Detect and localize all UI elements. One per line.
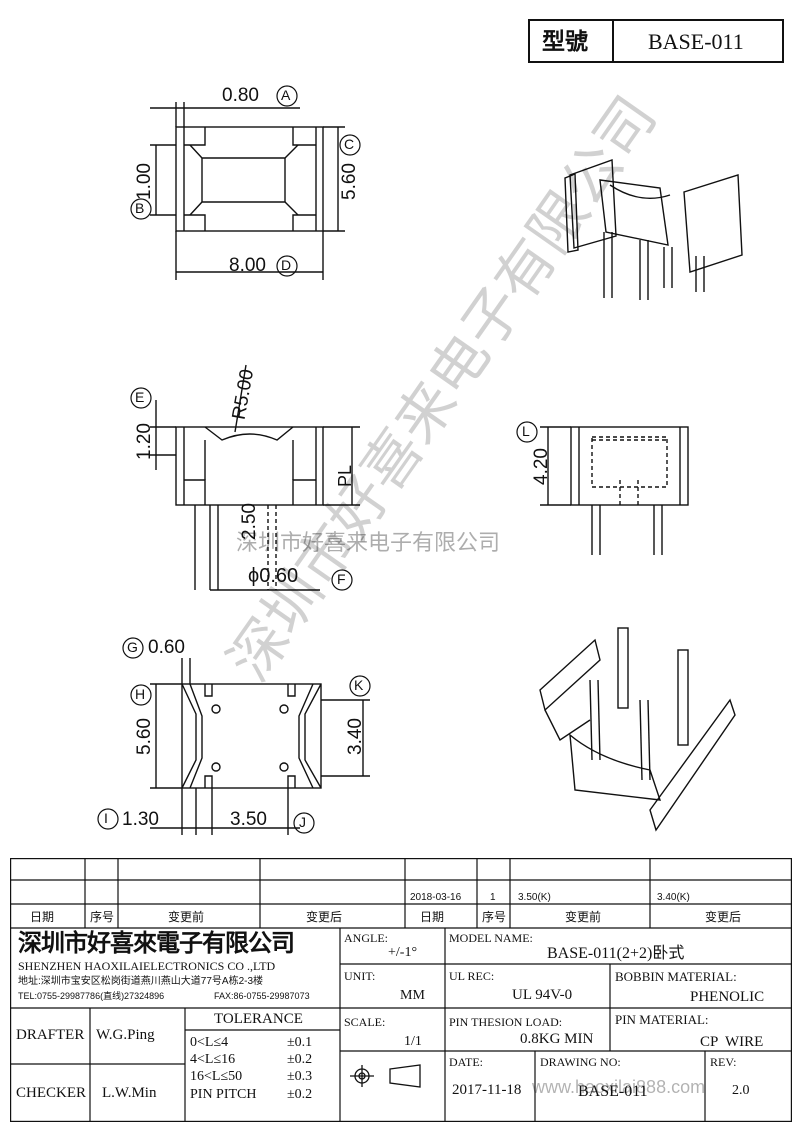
pin-material-label: PIN MATERIAL: — [615, 1012, 709, 1027]
tolerance-value-2: ±0.2 — [287, 1052, 313, 1067]
model-header-value: BASE-011 — [648, 29, 744, 54]
drafter-label: DRAFTER — [16, 1027, 85, 1043]
ul-rec-label: UL REC: — [449, 969, 495, 983]
dim-a-tag: A — [281, 87, 291, 103]
model-header: 型號 BASE-011 — [528, 19, 784, 63]
drawing-no-label: DRAWING NO: — [540, 1055, 621, 1069]
ul-rec-value: UL 94V-0 — [512, 987, 573, 1003]
rev-header-no-2: 序号 — [482, 910, 507, 924]
rev-header-before-1: 变更前 — [168, 910, 205, 924]
date-label: DATE: — [449, 1055, 483, 1069]
isometric-view-bottom — [539, 627, 736, 832]
rev-row-after: 3.40(K) — [657, 892, 690, 903]
title-block: 2018-03-16 1 3.50(K) 3.40(K) 日期 序号 变更前 变… — [10, 858, 792, 1122]
tolerance-range-4: PIN PITCH — [190, 1087, 257, 1102]
rev-header-date-2: 日期 — [420, 910, 445, 924]
pin-load-value: 0.8KG MIN — [520, 1031, 594, 1047]
dim-j-value: 3.50 — [230, 809, 267, 830]
tolerance-value-3: ±0.3 — [287, 1069, 313, 1084]
tolerance-range-2: 4<L≤16 — [190, 1052, 236, 1067]
rev-row-no: 1 — [490, 892, 496, 903]
dim-e-value: 1.20 — [133, 423, 155, 460]
bottom-view — [150, 658, 370, 835]
rev-label: REV: — [710, 1055, 737, 1069]
rev-row-before: 3.50(K) — [518, 892, 551, 903]
technical-drawing — [97, 85, 743, 835]
company-address: 地址:深圳市宝安区松岗街道燕川燕山大道77号A栋2-3楼 — [18, 976, 264, 987]
dim-i-value: 1.30 — [122, 809, 159, 830]
dim-k-tag: K — [354, 677, 364, 693]
unit-label: UNIT: — [344, 969, 376, 983]
company-fax: FAX:86-0755-29987073 — [214, 991, 310, 1001]
pin-material-value: CP WIRE — [700, 1034, 764, 1050]
checker-value: L.W.Min — [102, 1085, 157, 1101]
rev-header-no-1: 序号 — [90, 910, 115, 924]
checker-label: CHECKER — [16, 1085, 87, 1101]
tolerance-range-1: 0<L≤4 — [190, 1035, 229, 1050]
top-view — [150, 102, 345, 280]
scale-value: 1/1 — [404, 1034, 422, 1049]
angle-value: +/-1° — [388, 945, 418, 960]
dim-l-value: 4.20 — [530, 448, 552, 485]
model-name-value: BASE-011(2+2)卧式 — [547, 945, 685, 962]
watermark-center: 深圳市好喜来电子有限公司 — [236, 530, 501, 555]
rev-header-before-2: 变更前 — [565, 910, 602, 924]
tolerance-range-3: 16<L≤50 — [190, 1069, 243, 1084]
model-name-label: MODEL NAME: — [449, 931, 533, 945]
tolerance-value-4: ±0.2 — [287, 1087, 313, 1102]
company-tel: TEL:0755-29987786(直线)27324896 — [18, 991, 165, 1001]
projection-symbol-icon — [350, 1064, 421, 1088]
rev-header-date-1: 日期 — [30, 910, 55, 924]
dim-j-tag: J — [299, 814, 306, 830]
dim-b-value: 1.00 — [133, 163, 155, 200]
bobbin-value: PHENOLIC — [690, 989, 765, 1005]
angle-label: ANGLE: — [344, 931, 388, 945]
dim-k-value: 3.40 — [344, 718, 366, 755]
dim-i-tag: I — [104, 810, 108, 826]
date-value: 2017-11-18 — [452, 1082, 522, 1098]
dim-c-value: 5.60 — [338, 163, 360, 200]
dim-l-tag: L — [522, 423, 530, 439]
tolerance-title: TOLERANCE — [214, 1011, 303, 1027]
rev-header-after-1: 变更后 — [306, 910, 343, 924]
dim-h-tag: H — [135, 686, 146, 702]
dim-c-tag: C — [344, 136, 355, 152]
rev-row-date: 2018-03-16 — [410, 892, 462, 903]
front-view — [150, 364, 360, 591]
dim-d-tag: D — [281, 257, 292, 273]
dim-g-value: 0.60 — [148, 637, 185, 658]
model-header-label: 型號 — [542, 29, 588, 54]
dim-h-value: 5.60 — [133, 718, 155, 755]
watermark-site: www.haoxilai888.com — [532, 1077, 706, 1097]
dim-g-tag: G — [127, 639, 138, 655]
company-name: 深圳市好喜來電子有限公司 — [18, 931, 295, 957]
dim-a-value: 0.80 — [222, 85, 259, 106]
side-view — [540, 426, 689, 555]
dim-d-value: 8.00 — [229, 255, 266, 276]
unit-value: MM — [400, 988, 425, 1003]
dim-e-tag: E — [135, 389, 145, 405]
dim-b-tag: B — [135, 200, 145, 216]
company-name-en: SHENZHEN HAOXILAIELECTRONICS CO .,LTD — [18, 959, 276, 973]
scale-label: SCALE: — [344, 1015, 386, 1029]
isometric-view-top — [564, 159, 743, 300]
tolerance-value-1: ±0.1 — [287, 1035, 313, 1050]
drafter-value: W.G.Ping — [96, 1027, 155, 1043]
dim-f-tag: F — [337, 571, 346, 587]
rev-value: 2.0 — [732, 1083, 750, 1098]
pin-load-label: PIN THESION LOAD: — [449, 1015, 563, 1029]
bobbin-label: BOBBIN MATERIAL: — [615, 969, 737, 984]
drawing-no-value: BASE-011 — [578, 1083, 648, 1100]
rev-header-after-2: 变更后 — [705, 910, 742, 924]
dim-pin-diameter: ϕ0.60 — [248, 565, 299, 587]
